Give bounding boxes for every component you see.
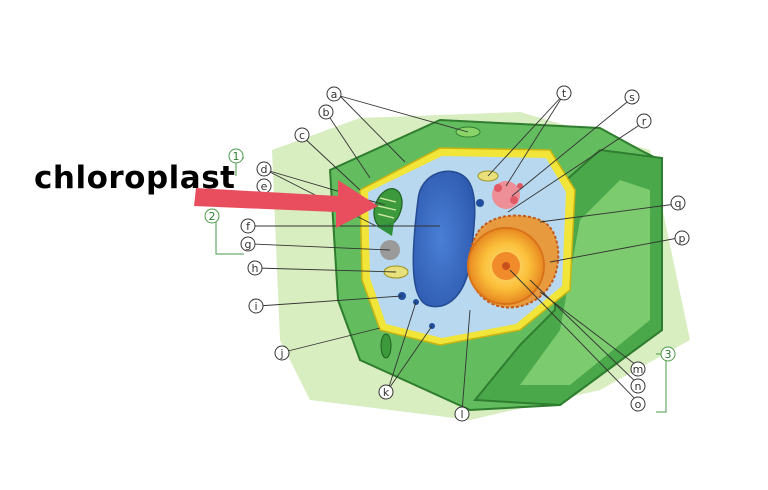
svg-text:j: j [279, 347, 283, 360]
group-3: 3 [660, 346, 676, 362]
svg-text:k: k [383, 386, 390, 399]
svg-text:d: d [261, 163, 268, 176]
ribosome [476, 199, 484, 207]
svg-text:i: i [254, 300, 257, 313]
chloroplast [373, 188, 403, 228]
svg-text:b: b [323, 106, 330, 119]
group-2: 2 [204, 208, 220, 224]
chloroplast-small [376, 222, 394, 236]
golgi-apparatus [492, 181, 523, 209]
cell-wall-side-face [520, 180, 650, 385]
svg-text:l: l [460, 408, 463, 421]
label-m: m [630, 361, 646, 377]
chloroplast-in-wall [380, 333, 392, 359]
label-k: k [378, 384, 394, 400]
svg-text:h: h [252, 262, 259, 275]
label-d: d [256, 161, 272, 177]
label-n: n [630, 378, 646, 394]
label-c: c [294, 127, 310, 143]
label-j: j [274, 345, 290, 361]
chloroplast-callout-label: chloroplast [34, 160, 236, 196]
label-s: s [624, 89, 640, 105]
label-markers: a b c d e f g h i j k l m n o p q r s t [240, 85, 690, 422]
svg-text:m: m [633, 363, 644, 376]
svg-text:g: g [245, 238, 252, 251]
nucleolus-core [502, 262, 510, 270]
label-l: l [454, 406, 470, 422]
label-h: h [247, 260, 263, 276]
group-1: 1 [228, 148, 244, 164]
svg-text:c: c [299, 129, 305, 142]
label-i: i [248, 298, 264, 314]
group-markers: 1 2 3 [204, 148, 676, 362]
svg-text:f: f [246, 220, 251, 233]
svg-text:s: s [629, 91, 635, 104]
label-q: q [670, 195, 686, 211]
label-f: f [240, 218, 256, 234]
svg-text:3: 3 [665, 348, 672, 361]
label-o: o [630, 396, 646, 412]
svg-text:2: 2 [209, 210, 216, 223]
callout-arrow [194, 180, 378, 228]
svg-text:a: a [331, 88, 338, 101]
label-t: t [556, 85, 572, 101]
label-b: b [318, 104, 334, 120]
svg-text:q: q [675, 197, 682, 210]
label-e: e [256, 178, 272, 194]
svg-text:1: 1 [233, 150, 240, 163]
svg-text:r: r [642, 115, 647, 128]
label-p: p [674, 230, 690, 246]
label-g: g [240, 236, 256, 252]
label-r: r [636, 113, 652, 129]
svg-text:t: t [562, 87, 567, 100]
svg-text:e: e [261, 180, 268, 193]
svg-text:p: p [679, 232, 686, 245]
svg-text:o: o [635, 398, 642, 411]
svg-text:n: n [635, 380, 642, 393]
label-a: a [326, 86, 342, 102]
